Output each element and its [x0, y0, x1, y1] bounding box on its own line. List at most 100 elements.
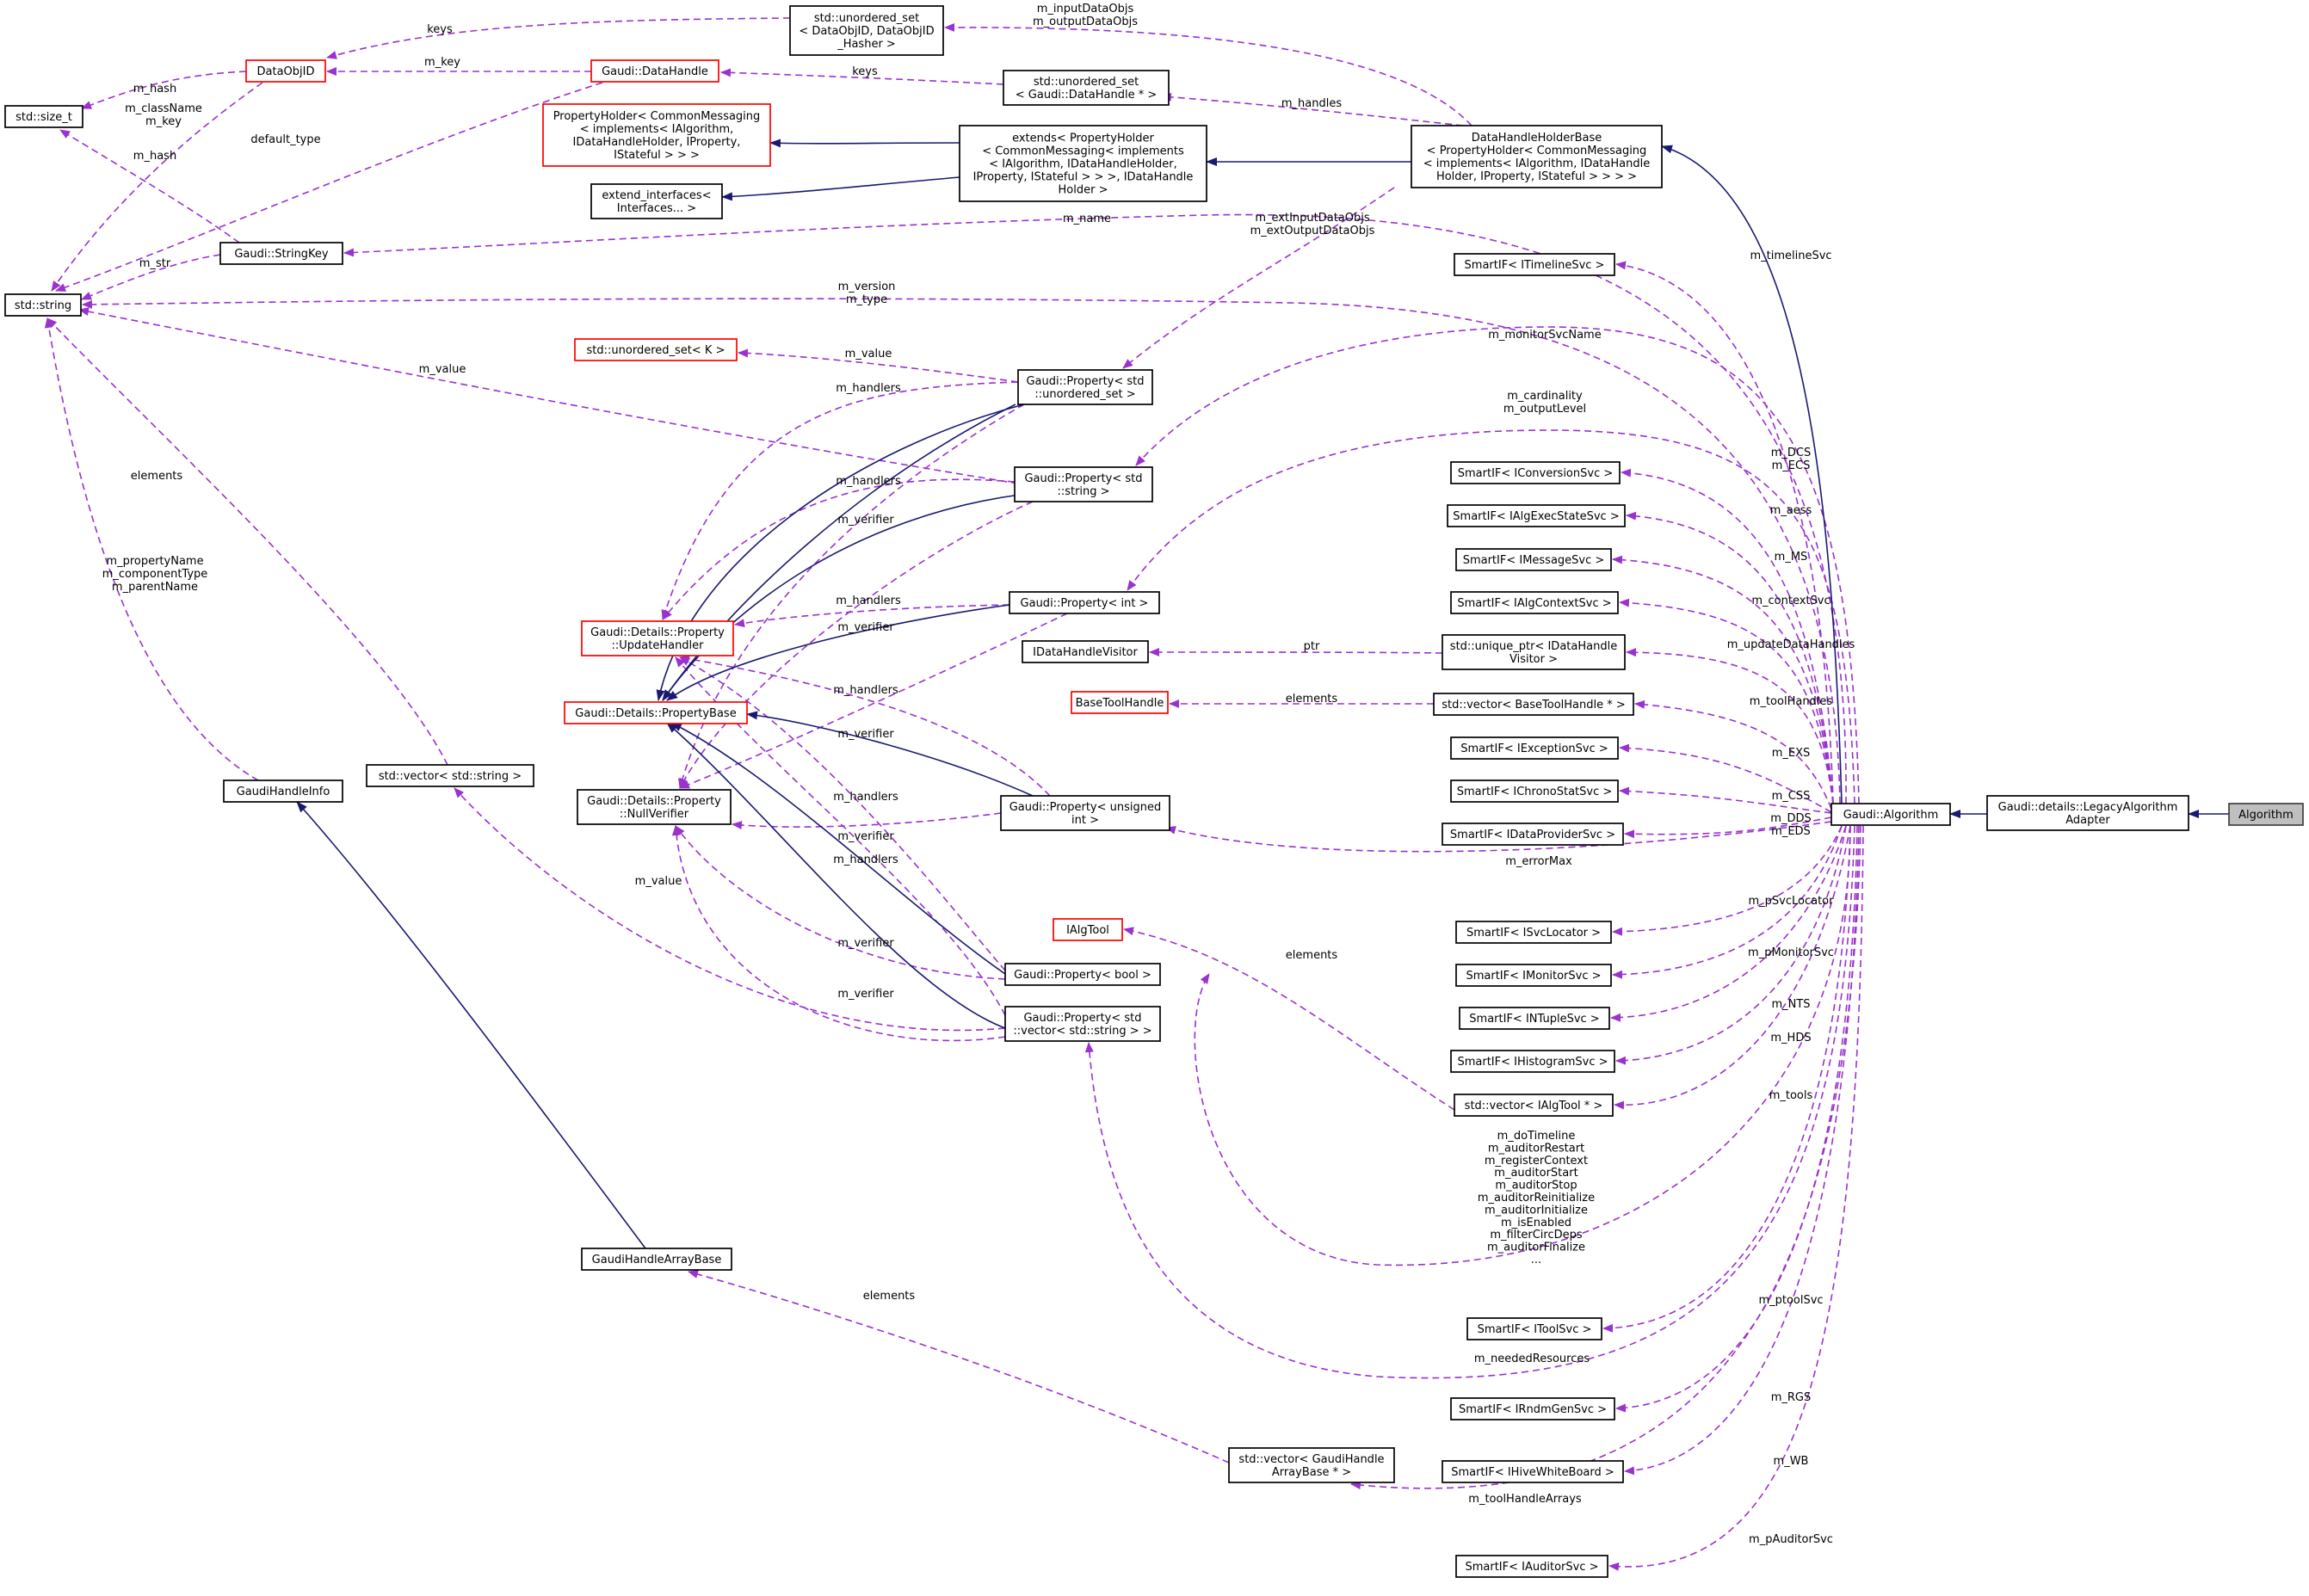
class-node-unordered-set-objid[interactable]: std::unordered_set< DataObjID, DataObjID…: [789, 5, 944, 56]
class-node-vector-ialgtool[interactable]: std::vector< IAlgTool * >: [1454, 1094, 1614, 1117]
class-node-dataobjid[interactable]: DataObjID: [245, 59, 326, 83]
class-node-box[interactable]: [581, 620, 734, 656]
class-node-box[interactable]: [1411, 125, 1663, 188]
class-node-box[interactable]: [223, 780, 343, 803]
class-node-box[interactable]: [1442, 1460, 1624, 1483]
class-node-vector-string[interactable]: std::vector< std::string >: [366, 764, 534, 787]
class-node-s-toolsvc[interactable]: SmartIF< IToolSvc >: [1466, 1317, 1602, 1340]
class-node-box[interactable]: [542, 103, 771, 167]
class-node-prop-uset[interactable]: Gaudi::Property< std::unordered_set >: [1017, 369, 1153, 405]
class-node-box[interactable]: [1000, 795, 1170, 831]
class-node-box[interactable]: [2228, 803, 2304, 826]
class-node-stringkey[interactable]: Gaudi::StringKey: [219, 242, 343, 265]
class-node-box[interactable]: [1455, 548, 1612, 571]
class-node-box[interactable]: [1450, 1397, 1615, 1420]
class-node-s-ntuple[interactable]: SmartIF< INTupleSvc >: [1459, 1007, 1610, 1030]
class-node-box[interactable]: [1009, 591, 1160, 614]
class-node-box[interactable]: [219, 242, 343, 265]
class-node-extend-interfaces[interactable]: extend_interfaces<Interfaces... >: [590, 183, 723, 219]
class-node-box[interactable]: [1459, 1007, 1610, 1030]
class-node-vector-bth[interactable]: std::vector< BaseToolHandle * >: [1433, 693, 1634, 716]
class-node-size-t[interactable]: std::size_t: [4, 105, 83, 128]
class-node-ialgtool[interactable]: IAlgTool: [1053, 918, 1123, 941]
class-node-s-algexec[interactable]: SmartIF< IAlgExecStateSvc >: [1447, 504, 1626, 527]
class-node-box[interactable]: [1466, 1317, 1602, 1340]
class-node-s-dataprovider[interactable]: SmartIF< IDataProviderSvc >: [1442, 823, 1624, 846]
class-node-box[interactable]: [1831, 803, 1951, 826]
class-node-propholder[interactable]: PropertyHolder< CommonMessaging< impleme…: [542, 103, 771, 167]
class-node-box[interactable]: [1454, 1094, 1614, 1117]
class-node-box[interactable]: [1454, 253, 1615, 276]
class-node-gaudi-algorithm[interactable]: Gaudi::Algorithm: [1831, 803, 1951, 826]
class-node-prop-string[interactable]: Gaudi::Property< std::string >: [1014, 466, 1153, 502]
class-node-idatahandlevisitor[interactable]: IDataHandleVisitor: [1022, 640, 1149, 663]
class-node-box[interactable]: [1022, 640, 1149, 663]
class-node-box[interactable]: [4, 105, 83, 128]
class-node-datahandle[interactable]: Gaudi::DataHandle: [590, 59, 719, 83]
class-node-box[interactable]: [1004, 1006, 1161, 1042]
class-node-s-svclocator[interactable]: SmartIF< ISvcLocator >: [1455, 921, 1612, 944]
class-node-box[interactable]: [1450, 461, 1621, 484]
class-node-box[interactable]: [574, 338, 738, 361]
class-node-box[interactable]: [1450, 591, 1619, 614]
class-node-box[interactable]: [1450, 736, 1619, 760]
class-node-box[interactable]: [366, 764, 534, 787]
class-node-s-timeline[interactable]: SmartIF< ITimelineSvc >: [1454, 253, 1615, 276]
class-node-box[interactable]: [245, 59, 326, 83]
class-node-box[interactable]: [4, 293, 82, 317]
class-node-unordered-set-k[interactable]: std::unordered_set< K >: [574, 338, 738, 361]
class-node-box[interactable]: [789, 5, 944, 56]
class-node-gaudihandleinfo[interactable]: GaudiHandleInfo: [223, 780, 343, 803]
class-node-box[interactable]: [577, 789, 732, 825]
class-node-s-conversion[interactable]: SmartIF< IConversionSvc >: [1450, 461, 1621, 484]
class-node-box[interactable]: [1003, 70, 1170, 106]
class-node-box[interactable]: [1433, 693, 1634, 716]
class-node-box[interactable]: [581, 1248, 732, 1271]
class-node-basetoolhandle[interactable]: BaseToolHandle: [1071, 691, 1169, 714]
class-node-box[interactable]: [1455, 1555, 1608, 1578]
class-node-box[interactable]: [1455, 964, 1612, 987]
class-node-s-algcontext[interactable]: SmartIF< IAlgContextSvc >: [1450, 591, 1619, 614]
class-node-box[interactable]: [564, 701, 748, 724]
class-node-updatehandler[interactable]: Gaudi::Details::Property::UpdateHandler: [581, 620, 734, 656]
class-node-box[interactable]: [959, 125, 1207, 202]
class-node-dhholderbase[interactable]: DataHandleHolderBase< PropertyHolder< Co…: [1411, 125, 1663, 188]
class-node-string[interactable]: std::string: [4, 293, 82, 317]
class-node-propertybase[interactable]: Gaudi::Details::PropertyBase: [564, 701, 748, 724]
class-node-s-histogram[interactable]: SmartIF< IHistogramSvc >: [1450, 1050, 1615, 1073]
class-node-box[interactable]: [1447, 504, 1626, 527]
class-node-s-message[interactable]: SmartIF< IMessageSvc >: [1455, 548, 1612, 571]
class-node-algorithm[interactable]: Algorithm: [2228, 803, 2304, 826]
class-node-box[interactable]: [1053, 918, 1123, 941]
class-node-box[interactable]: [590, 59, 719, 83]
class-node-s-chrono[interactable]: SmartIF< IChronoStatSvc >: [1450, 780, 1619, 803]
class-node-s-rndm[interactable]: SmartIF< IRndmGenSvc >: [1450, 1397, 1615, 1420]
class-node-box[interactable]: [1228, 1447, 1395, 1483]
class-node-nullverifier[interactable]: Gaudi::Details::Property::NullVerifier: [577, 789, 732, 825]
class-node-box[interactable]: [1004, 963, 1161, 986]
class-node-prop-vstring[interactable]: Gaudi::Property< std::vector< std::strin…: [1004, 1006, 1161, 1042]
class-node-box[interactable]: [1014, 466, 1153, 502]
class-node-prop-bool[interactable]: Gaudi::Property< bool >: [1004, 963, 1161, 986]
class-node-box[interactable]: [1017, 369, 1153, 405]
class-node-box[interactable]: [1071, 691, 1169, 714]
class-node-box[interactable]: [1450, 780, 1619, 803]
class-node-s-exception[interactable]: SmartIF< IExceptionSvc >: [1450, 736, 1619, 760]
class-node-prop-int[interactable]: Gaudi::Property< int >: [1009, 591, 1160, 614]
class-node-s-hive[interactable]: SmartIF< IHiveWhiteBoard >: [1442, 1460, 1624, 1483]
class-node-extends[interactable]: extends< PropertyHolder< CommonMessaging…: [959, 125, 1207, 202]
class-node-s-auditor[interactable]: SmartIF< IAuditorSvc >: [1455, 1555, 1608, 1578]
class-node-box[interactable]: [1986, 795, 2189, 831]
class-node-s-monitor[interactable]: SmartIF< IMonitorSvc >: [1455, 964, 1612, 987]
class-node-box[interactable]: [590, 183, 723, 219]
class-node-box[interactable]: [1450, 1050, 1615, 1073]
class-node-unordered-set-dh[interactable]: std::unordered_set< Gaudi::DataHandle * …: [1003, 70, 1170, 106]
class-node-box[interactable]: [1442, 634, 1626, 670]
class-node-box[interactable]: [1455, 921, 1612, 944]
class-node-gaudihandlearraybase[interactable]: GaudiHandleArrayBase: [581, 1248, 732, 1271]
class-node-box[interactable]: [1442, 823, 1624, 846]
